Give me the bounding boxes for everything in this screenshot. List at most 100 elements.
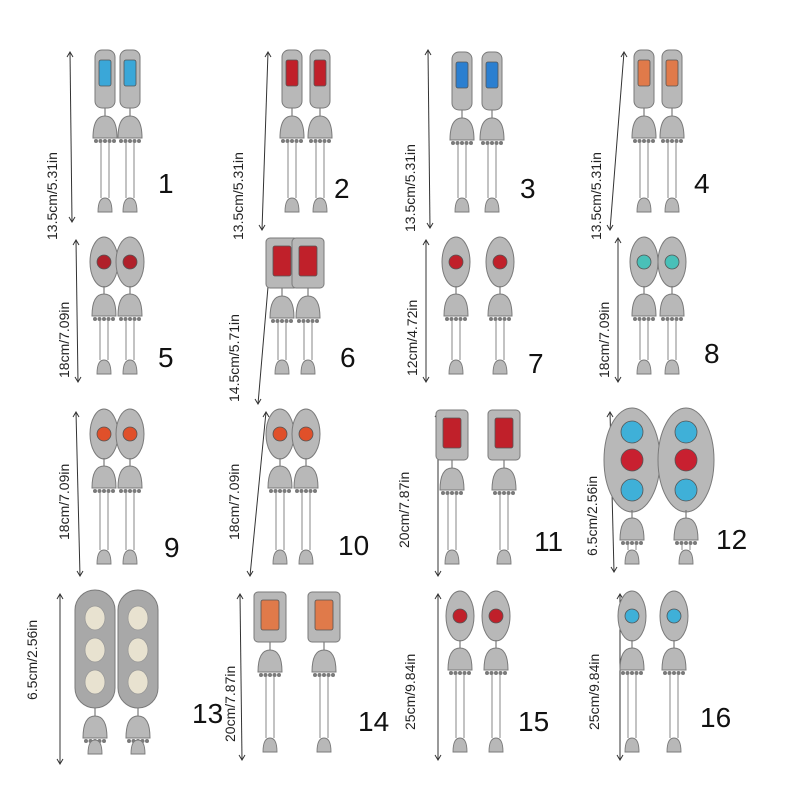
earring <box>89 236 119 375</box>
earring <box>117 589 159 755</box>
item-number: 12 <box>716 524 748 555</box>
earring-photo <box>236 591 341 761</box>
measure-line <box>75 411 81 577</box>
earring <box>659 49 685 213</box>
item-number: 3 <box>520 173 536 204</box>
earring <box>265 237 299 375</box>
item-number: 5 <box>158 342 174 373</box>
dimension-label: 13.5cm/5.31in <box>588 152 604 240</box>
item-number: 2 <box>334 173 350 204</box>
measure-line <box>75 239 79 383</box>
item-number: 1 <box>158 168 174 199</box>
earring-photo <box>254 237 325 405</box>
earring <box>657 407 715 565</box>
earring <box>279 49 305 213</box>
earring <box>441 236 471 375</box>
earring <box>657 236 687 375</box>
earring <box>291 408 321 565</box>
dimension-label: 20cm/7.87in <box>222 665 238 742</box>
earring <box>449 51 475 213</box>
earring <box>481 590 511 753</box>
earring <box>487 409 521 565</box>
earring-photo <box>56 589 159 765</box>
earring <box>253 591 287 753</box>
dimension-label: 18cm/7.09in <box>226 463 242 540</box>
earring-photo <box>606 49 685 231</box>
earring-photo <box>424 49 505 229</box>
earring <box>115 408 145 565</box>
dimension-label: 18cm/7.09in <box>596 301 612 378</box>
earring <box>435 409 469 565</box>
item-number: 6 <box>340 342 356 373</box>
dimension-label: 18cm/7.09in <box>56 463 72 540</box>
measure-line <box>249 411 267 577</box>
earring-photo <box>72 236 145 383</box>
item-number: 7 <box>528 348 544 379</box>
earring-cell-13: 6.5cm/2.56in 13 <box>0 584 223 774</box>
earring-photo <box>246 408 321 577</box>
item-number: 16 <box>700 702 732 733</box>
earring-photo <box>258 49 333 231</box>
item-number: 4 <box>694 168 710 199</box>
earring-cell-3: 13.5cm/5.31in 3 <box>400 40 600 232</box>
earring-photo <box>66 49 143 223</box>
measure-line <box>427 49 431 229</box>
earring <box>485 236 515 375</box>
earring-photo <box>72 408 145 577</box>
measure-line <box>239 593 243 761</box>
dimension-label: 13.5cm/5.31in <box>230 152 246 240</box>
earring-cell-10: 18cm/7.09in 10 <box>200 406 400 580</box>
dimension-label: 20cm/7.87in <box>396 471 412 548</box>
measure-line <box>261 51 269 231</box>
item-number: 15 <box>518 706 550 737</box>
earring-cell-4: 13.5cm/5.31in 4 <box>588 40 800 240</box>
earring <box>603 407 661 565</box>
earring <box>445 590 475 753</box>
earring-photo <box>422 236 515 383</box>
earring-cell-2: 13.5cm/5.31in 2 <box>200 40 400 240</box>
earring <box>617 590 647 753</box>
earring-cell-9: 18cm/7.09in 9 <box>0 406 200 580</box>
measure-line <box>69 51 73 223</box>
earring-photo <box>614 236 687 383</box>
item-number: 9 <box>164 532 180 563</box>
item-number: 11 <box>534 526 564 557</box>
earring <box>74 589 116 755</box>
earring-cell-16: 25cm/9.84in 16 <box>586 584 800 774</box>
dimension-label: 13.5cm/5.31in <box>402 144 418 232</box>
earring <box>89 408 119 565</box>
item-number: 13 <box>192 698 224 729</box>
earring <box>265 408 295 565</box>
earring <box>631 49 657 213</box>
dimension-label: 12cm/4.72in <box>404 299 420 376</box>
earring-cell-5: 18cm/7.09in 5 <box>0 232 200 402</box>
earring-cell-15: 25cm/9.84in 15 <box>400 584 600 774</box>
earring <box>117 49 143 213</box>
dimension-label: 14.5cm/5.71in <box>226 314 242 402</box>
dimension-label: 13.5cm/5.31in <box>44 152 60 240</box>
earring-cell-14: 20cm/7.87in 14 <box>200 584 400 774</box>
earring-photo <box>434 409 521 577</box>
earring <box>307 591 341 753</box>
item-number: 14 <box>358 706 390 737</box>
dimension-label: 6.5cm/2.56in <box>584 475 600 556</box>
dimension-label: 18cm/7.09in <box>56 301 72 378</box>
measure-line <box>609 51 625 231</box>
dimension-label: 25cm/9.84in <box>586 653 602 730</box>
earring <box>115 236 145 375</box>
earring-photo <box>616 590 689 761</box>
earring-cell-8: 18cm/7.09in 8 <box>596 232 800 402</box>
earring <box>92 49 118 213</box>
earring <box>629 236 659 375</box>
earring <box>479 51 505 213</box>
earring-photo <box>434 590 511 761</box>
earring-cell-7: 12cm/4.72in 7 <box>400 232 600 402</box>
earring-cell-12: 6.5cm/2.56in 12 <box>584 406 800 580</box>
earring <box>307 49 333 213</box>
item-number: 8 <box>704 338 720 369</box>
earring-photo <box>603 407 715 573</box>
earring <box>291 237 325 375</box>
earring-cell-1: 13.5cm/5.31in 1 <box>0 40 200 240</box>
earring <box>659 590 689 753</box>
